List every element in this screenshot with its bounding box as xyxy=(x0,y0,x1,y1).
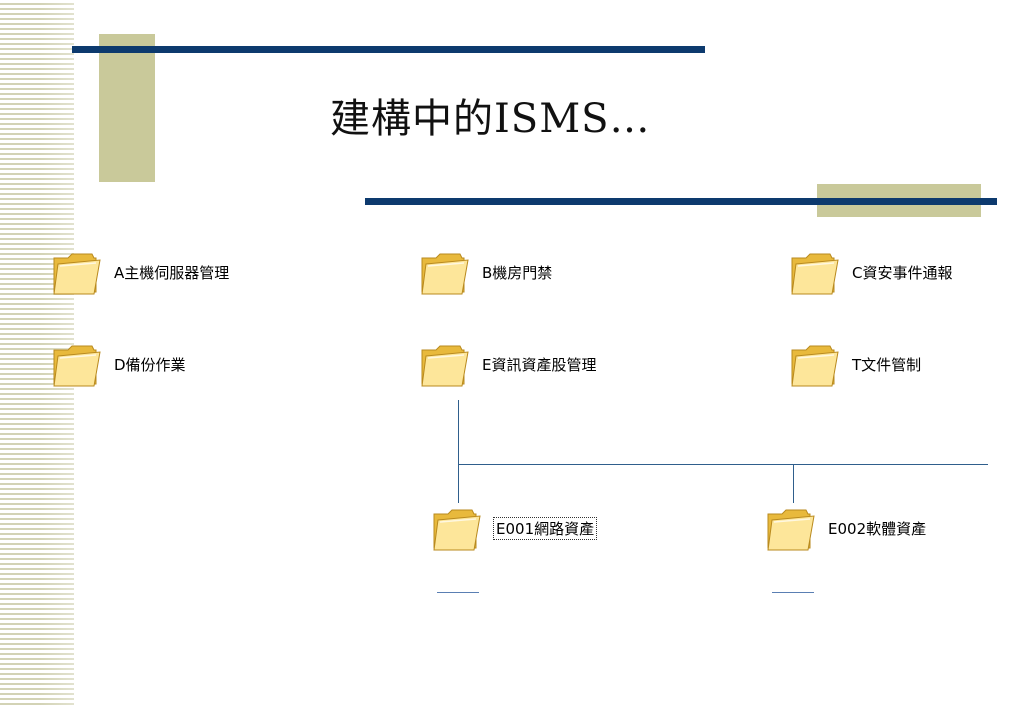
folder-c[interactable]: C資安事件通報 xyxy=(786,244,952,300)
folder-icon xyxy=(767,509,815,551)
underline-mark-e001 xyxy=(437,592,479,593)
folder-e[interactable]: E資訊資產股管理 xyxy=(416,336,596,392)
tree-line-horizontal xyxy=(458,464,988,465)
folder-d-label: D備份作業 xyxy=(114,355,186,374)
folder-t-label: T文件管制 xyxy=(852,355,922,374)
olive-block-left xyxy=(99,34,155,182)
folder-e001-label: E001網路資產 xyxy=(492,516,598,540)
folder-icon xyxy=(53,345,101,387)
folder-e002-label: E002軟體資產 xyxy=(828,519,927,538)
folder-e002[interactable]: E002軟體資產 xyxy=(762,500,926,556)
navy-bar-bottom xyxy=(365,198,997,205)
folder-e001[interactable]: E001網路資產 xyxy=(428,500,598,556)
folder-icon xyxy=(433,509,481,551)
folder-d[interactable]: D備份作業 xyxy=(48,336,186,392)
folder-icon xyxy=(53,253,101,295)
folder-a-label: A主機伺服器管理 xyxy=(114,263,230,282)
folder-c-label: C資安事件通報 xyxy=(852,263,953,282)
folder-a[interactable]: A主機伺服器管理 xyxy=(48,244,229,300)
folder-icon xyxy=(791,345,839,387)
folder-icon xyxy=(791,253,839,295)
folder-icon xyxy=(421,345,469,387)
folder-b[interactable]: B機房門禁 xyxy=(416,244,552,300)
underline-mark-e002 xyxy=(772,592,814,593)
tree-line-vertical-e xyxy=(458,400,459,503)
folder-icon xyxy=(421,253,469,295)
folder-t[interactable]: T文件管制 xyxy=(786,336,921,392)
slide-title: 建構中的ISMS… xyxy=(330,96,651,142)
tree-line-vertical-e002 xyxy=(793,464,794,503)
navy-bar-top xyxy=(72,46,705,53)
folder-e-label: E資訊資產股管理 xyxy=(482,355,597,374)
folder-b-label: B機房門禁 xyxy=(482,263,553,282)
